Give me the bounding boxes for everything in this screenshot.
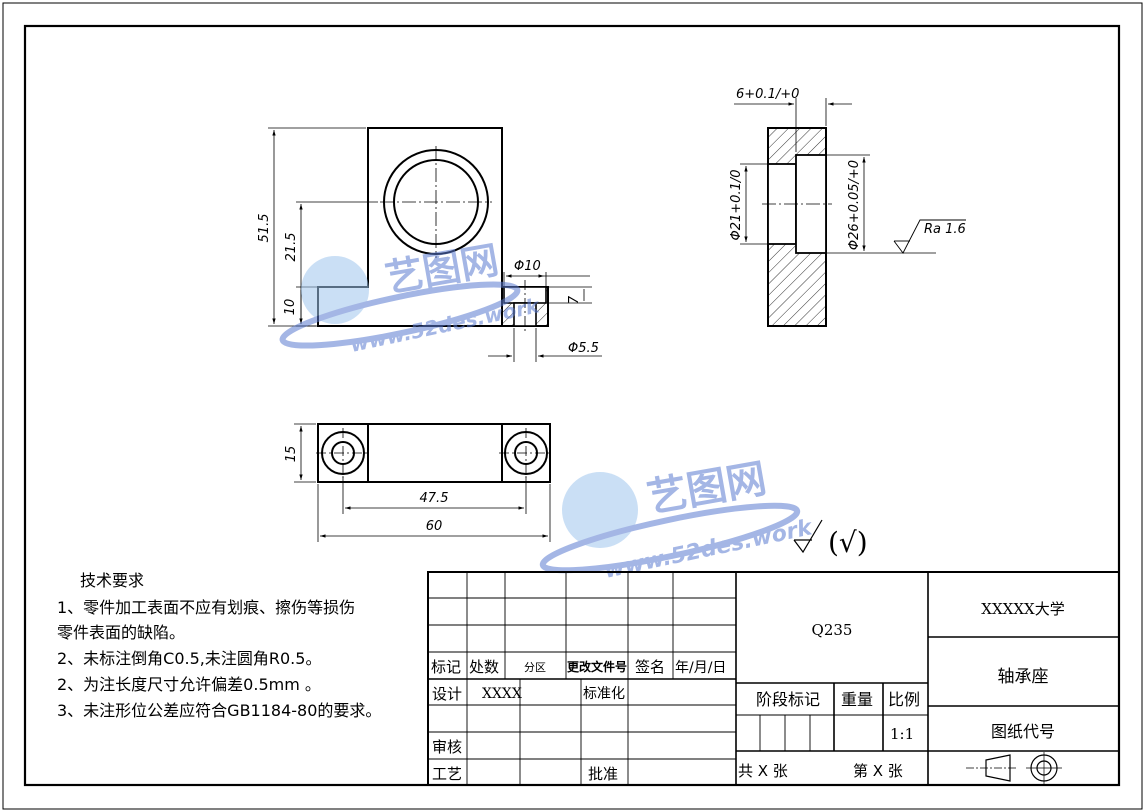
review-label: 审核	[432, 738, 462, 756]
rev-header: 处数	[469, 658, 499, 676]
dim-side-dia-21: Φ21+0.1/0	[729, 170, 744, 241]
tech-title: 技术要求	[80, 571, 144, 590]
dim-counterbore-depth: 7	[567, 295, 582, 304]
roughness-note: (√)	[828, 526, 868, 559]
tech-line: 2、未标注倒角C0.5,未注圆角R0.5。	[57, 649, 321, 668]
tech-line: 2、为注长度尺寸允许偏差0.5mm 。	[57, 675, 321, 694]
tech-requirements: 技术要求 1、零件加工表面不应有划痕、擦伤等损伤 零件表面的缺陷。 2、未标注倒…	[57, 571, 381, 720]
dim-side-width: 6+0.1/+0	[736, 87, 799, 102]
standardize-label: 标准化	[583, 686, 625, 702]
approve-label: 批准	[588, 765, 618, 783]
tech-line: 1、零件加工表面不应有划痕、擦伤等损伤	[57, 598, 355, 617]
designer-name: XXXX	[482, 686, 522, 702]
watermark-2: 艺图网 www.52des.work	[539, 456, 816, 584]
title-block	[427, 571, 1120, 786]
general-roughness-note: (√)	[793, 519, 868, 559]
sheet-number: 第 X 张	[853, 762, 903, 780]
design-label: 设计	[432, 685, 462, 703]
dim-total-height: 51.5	[257, 214, 272, 243]
watermark-brand: 艺图网	[644, 456, 770, 522]
weight-label: 重量	[841, 690, 873, 709]
dim-step-height: 21.5	[284, 233, 299, 262]
dim-counterbore-dia: Φ10	[514, 259, 541, 274]
drawing-code: 图纸代号	[991, 722, 1055, 741]
dim-side-dia-26: Φ26+0.05/+0	[847, 160, 862, 250]
bottom-view: 15 47.5 60	[284, 423, 553, 542]
process-label: 工艺	[432, 765, 462, 783]
projection-symbol-icon	[966, 752, 1062, 784]
part-name: 轴承座	[998, 667, 1049, 687]
rev-header: 更改文件号	[567, 659, 627, 674]
side-section-view: 6+0.1/+0 Φ21+0.1/0 Φ26+0.05/+0 Ra 1.6	[729, 87, 966, 327]
school-name: XXXXX大学	[981, 600, 1064, 618]
rev-header: 标记	[431, 658, 461, 676]
rev-header: 年/月/日	[675, 660, 726, 676]
watermark-brand: 艺图网	[382, 238, 502, 301]
material: Q235	[812, 621, 853, 639]
rev-header: 签名	[635, 658, 665, 676]
scale-value: 1:1	[890, 725, 914, 743]
tech-line: 零件表面的缺陷。	[57, 623, 185, 642]
total-sheets: 共 X 张	[738, 762, 788, 780]
dim-hole-dia: Φ5.5	[568, 341, 599, 356]
dim-hole-spacing: 47.5	[420, 491, 449, 506]
dim-bottom-height: 15	[284, 446, 299, 463]
roughness-label: Ra 1.6	[924, 222, 966, 237]
stage-label: 阶段标记	[756, 690, 820, 709]
tech-line: 3、未注形位公差应符合GB1184-80的要求。	[57, 701, 381, 720]
dim-base-height: 10	[283, 299, 298, 316]
scale-label: 比例	[888, 690, 920, 709]
rev-header: 分区	[524, 661, 546, 674]
dim-overall-width: 60	[426, 519, 443, 534]
